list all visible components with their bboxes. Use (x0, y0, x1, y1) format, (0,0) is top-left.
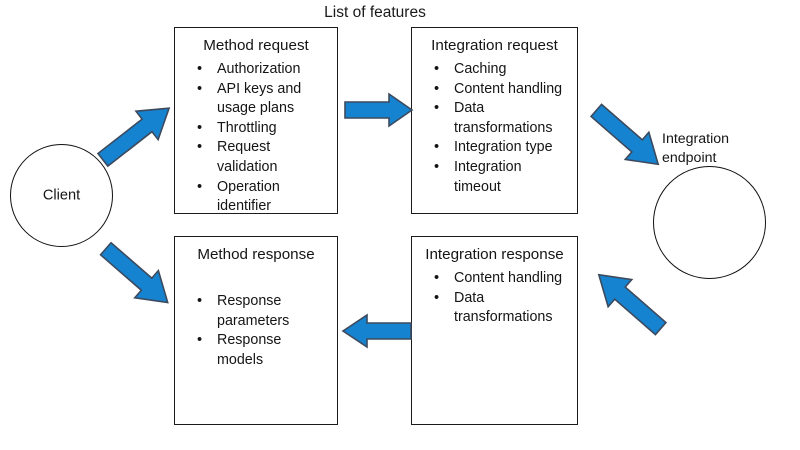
method-request-feature-list: Authorization API keys and usage plans T… (175, 60, 337, 217)
list-item: Request validation (175, 138, 337, 177)
method-request-title: Method request (203, 37, 309, 54)
arrow-method-request-to-integration-request (344, 92, 414, 128)
list-item: Throttling (175, 119, 337, 139)
arrow-endpoint-to-integration-response (583, 262, 675, 340)
list-item: API keys and usage plans (175, 80, 337, 119)
arrow-integration-response-to-method-response (340, 313, 412, 349)
integration-request-feature-list: Caching Content handling Data transforma… (412, 60, 577, 197)
list-item: Response parameters (175, 292, 337, 331)
integration-request-title: Integration request (431, 37, 558, 54)
arrow-integration-request-to-endpoint (582, 98, 674, 178)
node-method-request[interactable]: Method request Authorization API keys an… (174, 27, 338, 214)
integration-response-feature-list: Content handling Data transformations (412, 269, 577, 328)
list-item: Content handling (412, 80, 577, 100)
arrow-client-to-method-request (88, 96, 184, 172)
method-response-feature-list: Response parameters Response models (175, 292, 337, 370)
list-item: Integration timeout (412, 158, 577, 197)
integration-endpoint-label-line2: endpoint (662, 149, 717, 166)
list-item: Integration type (412, 138, 577, 158)
node-integration-response[interactable]: Integration response Content handling Da… (411, 236, 578, 425)
method-response-title: Method response (197, 246, 315, 263)
list-item: Operation identifier (175, 178, 337, 217)
list-item: Caching (412, 60, 577, 80)
client-label: Client (42, 187, 81, 203)
node-client[interactable]: Client (10, 144, 113, 247)
list-item: Response models (175, 331, 337, 370)
node-method-response[interactable]: Method response Response parameters Resp… (174, 236, 338, 425)
node-integration-endpoint[interactable] (653, 166, 766, 279)
node-integration-request[interactable]: Integration request Caching Content hand… (411, 27, 578, 214)
integration-endpoint-label-line1: Integration (662, 131, 730, 147)
diagram-title: List of features (324, 4, 426, 21)
integration-response-title: Integration response (425, 246, 564, 263)
arrow-method-response-to-client (90, 234, 182, 316)
integration-endpoint-label: Integration endpoint (662, 130, 766, 167)
list-item: Data transformations (412, 99, 577, 138)
list-item: Content handling (412, 269, 577, 289)
list-item: Data transformations (412, 289, 577, 328)
list-item: Authorization (175, 60, 337, 80)
